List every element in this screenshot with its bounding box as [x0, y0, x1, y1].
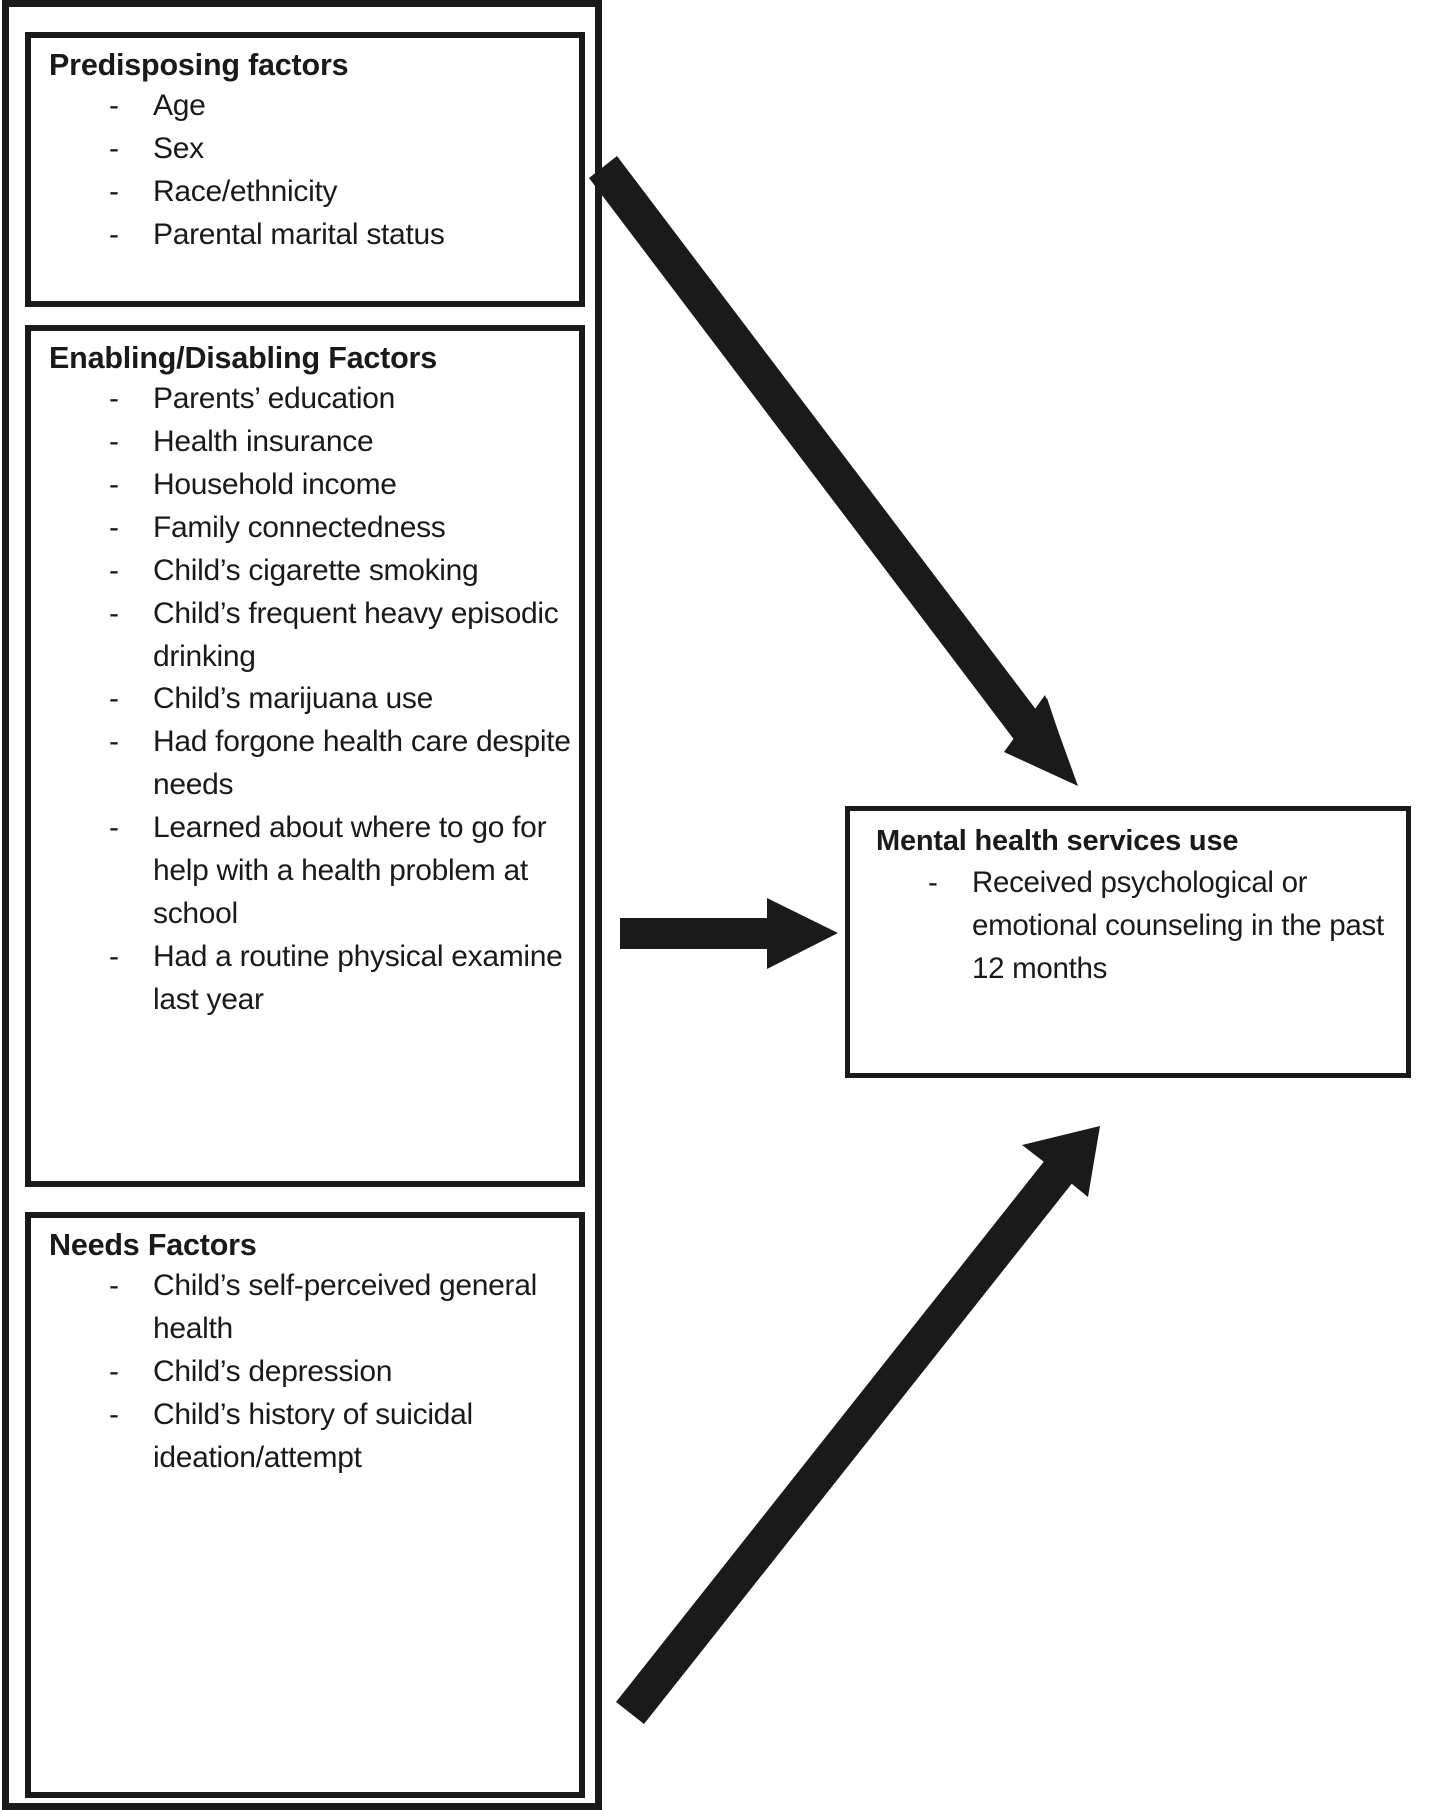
- enabling-disabling-factors-item: -Child’s marijuana use: [49, 678, 571, 721]
- enabling-disabling-factors-item: -Household income: [49, 464, 571, 507]
- enabling-disabling-factors-item: -Child’s cigarette smoking: [49, 550, 571, 593]
- predisposing-factors-item: -Age: [49, 85, 571, 128]
- bullet-dash-icon: -: [109, 811, 119, 845]
- enabling-disabling-factors-item-label: Child’s cigarette smoking: [153, 553, 479, 587]
- arrow-needs-to-outcome-icon: [616, 1126, 1100, 1724]
- enabling-disabling-factors-item-label: Had a routine physical examine last year: [153, 939, 563, 1016]
- enabling-disabling-factors-item-label: Child’s frequent heavy episodic drinking: [153, 596, 559, 673]
- needs-factors-item-label: Child’s history of suicidal ideation/att…: [153, 1397, 473, 1474]
- bullet-dash-icon: -: [109, 174, 119, 208]
- predisposing-factors-box: Predisposing factors -Age-Sex-Race/ethni…: [25, 32, 585, 307]
- enabling-disabling-factors-list: -Parents’ education-Health insurance-Hou…: [49, 378, 571, 1021]
- enabling-disabling-factors-box: Enabling/Disabling Factors -Parents’ edu…: [25, 325, 585, 1187]
- bullet-dash-icon: -: [109, 89, 119, 123]
- enabling-disabling-factors-item-label: Household income: [153, 467, 397, 501]
- enabling-disabling-factors-item-label: Health insurance: [153, 425, 374, 459]
- predisposing-factors-item: -Sex: [49, 128, 571, 171]
- needs-factors-item: -Child’s depression: [49, 1351, 571, 1394]
- needs-factors-item-label: Child’s self-perceived general health: [153, 1269, 537, 1346]
- bullet-dash-icon: -: [109, 382, 119, 416]
- bullet-dash-icon: -: [109, 1269, 119, 1303]
- bullet-dash-icon: -: [928, 866, 938, 900]
- predisposing-factors-item: -Race/ethnicity: [49, 171, 571, 214]
- needs-factors-title: Needs Factors: [49, 1228, 257, 1262]
- predisposing-factors-title: Predisposing factors: [49, 48, 349, 82]
- predisposing-factors-item-label: Parental marital status: [153, 217, 445, 251]
- enabling-disabling-factors-item-label: Parents’ education: [153, 382, 395, 416]
- enabling-disabling-factors-item-label: Had forgone health care despite needs: [153, 725, 571, 802]
- enabling-disabling-factors-item-label: Family connectedness: [153, 510, 446, 544]
- enabling-disabling-factors-item: -Child’s frequent heavy episodic drinkin…: [49, 593, 571, 679]
- enabling-disabling-factors-item: -Had a routine physical examine last yea…: [49, 936, 571, 1022]
- predisposing-factors-item-label: Sex: [153, 132, 204, 166]
- arrow-predisposing-to-outcome-icon: [589, 156, 1078, 786]
- needs-factors-item: -Child’s self-perceived general health: [49, 1265, 571, 1351]
- mental-health-services-use-list: -Received psychological or emotional cou…: [876, 862, 1396, 990]
- bullet-dash-icon: -: [109, 217, 119, 251]
- needs-factors-item-label: Child’s depression: [153, 1354, 393, 1388]
- bullet-dash-icon: -: [109, 682, 119, 716]
- bullet-dash-icon: -: [109, 1397, 119, 1431]
- needs-factors-box: Needs Factors -Child’s self-perceived ge…: [25, 1212, 585, 1798]
- predisposing-factors-item: -Parental marital status: [49, 214, 571, 257]
- bullet-dash-icon: -: [109, 132, 119, 166]
- bullet-dash-icon: -: [109, 596, 119, 630]
- bullet-dash-icon: -: [109, 725, 119, 759]
- enabling-disabling-factors-item-label: Child’s marijuana use: [153, 682, 433, 716]
- needs-factors-list: -Child’s self-perceived general health-C…: [49, 1265, 571, 1479]
- enabling-disabling-factors-item: -Family connectedness: [49, 507, 571, 550]
- bullet-dash-icon: -: [109, 467, 119, 501]
- enabling-disabling-factors-title: Enabling/Disabling Factors: [49, 341, 437, 375]
- mental-health-services-use-title: Mental health services use: [876, 825, 1239, 857]
- predisposing-factors-item-label: Age: [153, 89, 206, 123]
- mental-health-services-use-item: -Received psychological or emotional cou…: [876, 862, 1396, 990]
- bullet-dash-icon: -: [109, 510, 119, 544]
- mental-health-services-use-box: Mental health services use -Received psy…: [845, 806, 1411, 1078]
- mental-health-services-use-item-label: Received psychological or emotional coun…: [972, 866, 1384, 985]
- predisposing-factors-list: -Age-Sex-Race/ethnicity-Parental marital…: [49, 85, 571, 257]
- bullet-dash-icon: -: [109, 425, 119, 459]
- predisposing-factors-item-label: Race/ethnicity: [153, 174, 338, 208]
- arrow-enabling-to-outcome-icon: [620, 898, 838, 969]
- enabling-disabling-factors-item: -Learned about where to go for help with…: [49, 807, 571, 936]
- bullet-dash-icon: -: [109, 553, 119, 587]
- enabling-disabling-factors-item: -Had forgone health care despite needs: [49, 721, 571, 807]
- bullet-dash-icon: -: [109, 939, 119, 973]
- bullet-dash-icon: -: [109, 1354, 119, 1388]
- enabling-disabling-factors-item: -Health insurance: [49, 421, 571, 464]
- needs-factors-item: -Child’s history of suicidal ideation/at…: [49, 1394, 571, 1480]
- enabling-disabling-factors-item: -Parents’ education: [49, 378, 571, 421]
- enabling-disabling-factors-item-label: Learned about where to go for help with …: [153, 811, 547, 930]
